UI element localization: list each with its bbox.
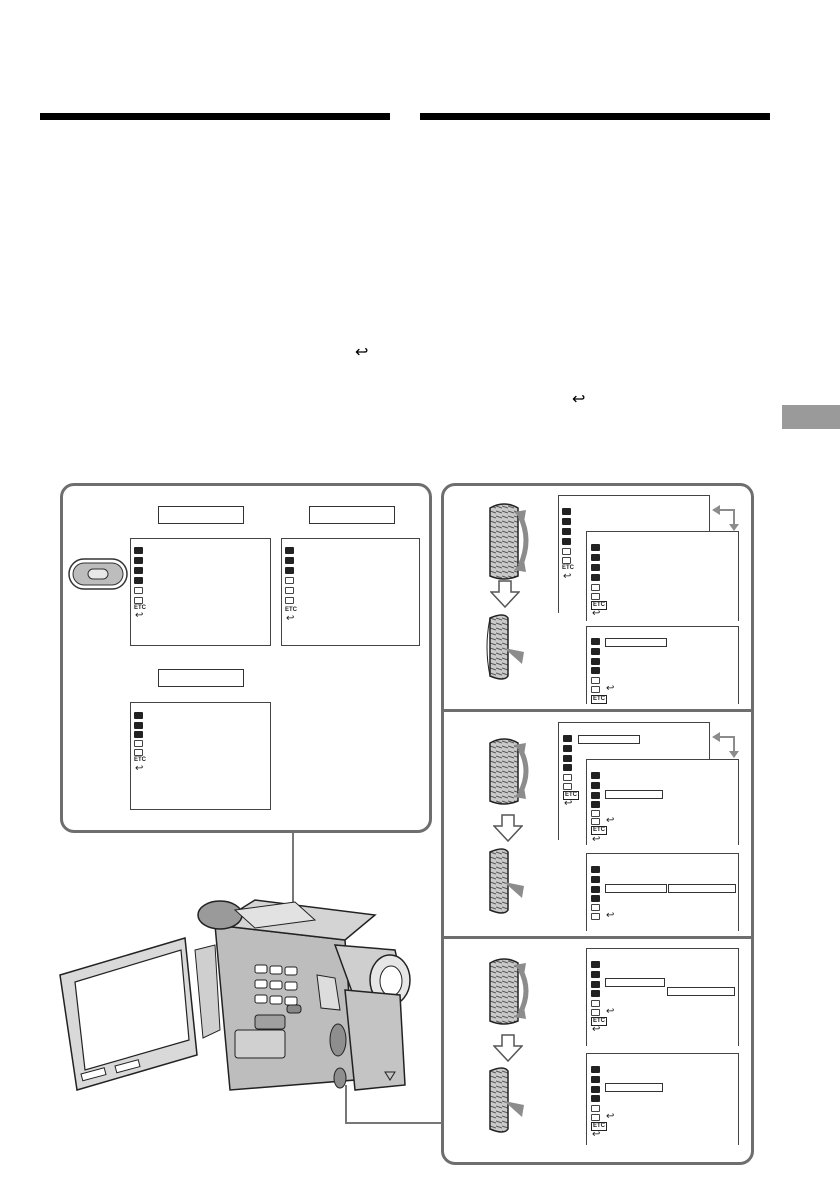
menu-screen bbox=[586, 948, 739, 1046]
selected-item-box bbox=[667, 987, 735, 996]
loop-arrow-icon bbox=[712, 732, 739, 758]
jog-dial-icon[interactable] bbox=[484, 500, 534, 582]
menu-screen bbox=[281, 538, 420, 646]
down-arrow-icon bbox=[490, 580, 520, 608]
selected-item-box bbox=[668, 884, 736, 893]
jog-dial-icon[interactable] bbox=[484, 1065, 534, 1135]
screen-label-box bbox=[309, 506, 395, 524]
jog-dial-icon[interactable] bbox=[484, 612, 534, 682]
down-arrow-icon bbox=[493, 814, 523, 842]
connector-line bbox=[345, 1085, 347, 1123]
jog-dial-icon[interactable] bbox=[484, 846, 534, 916]
screen-label-box bbox=[158, 669, 244, 687]
return-icon: ↩ bbox=[355, 344, 369, 361]
jog-dial-icon[interactable] bbox=[484, 955, 534, 1027]
panel-divider bbox=[443, 709, 752, 712]
down-arrow-icon bbox=[493, 1034, 523, 1062]
left-column-heading-rule bbox=[40, 113, 390, 120]
screen-label-box bbox=[158, 506, 244, 524]
return-icon: ↩ bbox=[572, 391, 586, 408]
connector-line bbox=[345, 1122, 442, 1124]
menu-button-icon[interactable] bbox=[68, 558, 128, 590]
right-column-heading-rule bbox=[420, 113, 770, 120]
selected-item-box bbox=[605, 638, 667, 647]
menu-screen bbox=[586, 759, 739, 845]
panel-divider bbox=[443, 936, 752, 939]
section-thumb-tab bbox=[782, 405, 840, 429]
menu-screen bbox=[586, 531, 739, 621]
selected-item-box bbox=[605, 1083, 663, 1092]
selected-item-box bbox=[578, 735, 640, 744]
selected-item-box bbox=[605, 884, 667, 893]
camcorder-illustration bbox=[59, 899, 411, 1091]
menu-screen bbox=[130, 702, 271, 810]
jog-dial-icon[interactable] bbox=[484, 735, 534, 807]
menu-screen bbox=[130, 538, 271, 646]
selected-item-box bbox=[605, 790, 663, 799]
selected-item-box bbox=[605, 978, 665, 987]
menu-screen bbox=[586, 1053, 739, 1145]
loop-arrow-icon bbox=[712, 505, 739, 531]
